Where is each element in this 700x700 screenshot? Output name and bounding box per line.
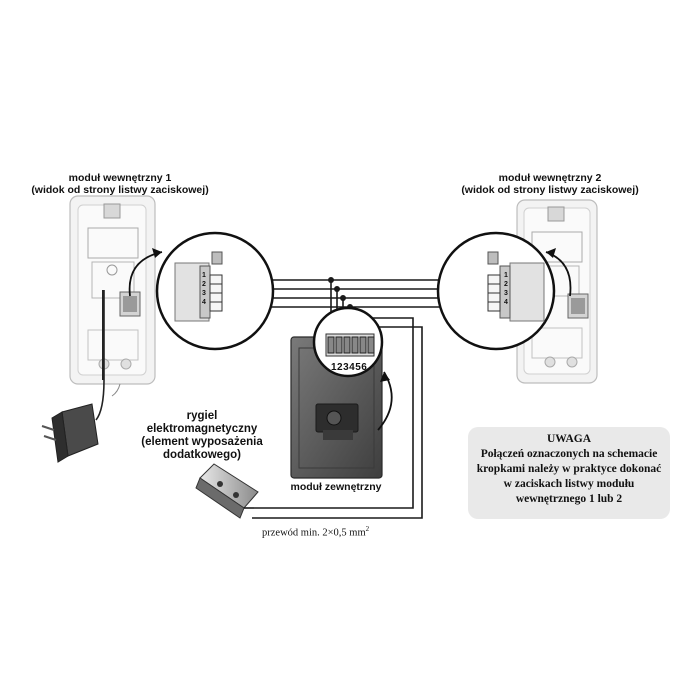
inner1-terminal-3: 3 [202,290,206,297]
label-wire-text: przewód min. 2×0,5 mm [262,527,366,539]
magnifier-outer [312,306,384,378]
inner-module-1-device [69,195,156,397]
magnifier-inner-2 [436,231,556,351]
inner-module-2-device [516,199,598,384]
inner2-terminal-1: 1 [504,272,508,279]
power-adapter [41,290,105,463]
arrow-heads [152,248,556,382]
electromagnetic-bolt [195,463,259,519]
label-bolt-line3: (element wyposażenia [141,436,263,448]
label-outer-module: moduł zewnętrzny [286,481,386,493]
label-inner-module-1: moduł wewnętrzny 1 (widok od strony list… [20,172,220,196]
label-inner-module-1-line1: moduł wewnętrzny 1 [68,172,172,184]
label-bolt-line4: dodatkowego) [163,449,241,461]
note-line-1: Połączeń oznaczonych na schemacie [480,448,658,460]
magnifier-inner-1 [155,231,275,351]
inner2-terminal-3: 3 [504,290,508,297]
inner1-terminal-2: 2 [202,281,206,288]
note-line-4: wewnętrznego 1 lub 2 [515,493,623,505]
note-line-2: kropkami należy w praktyce dokonać [476,463,662,475]
inner1-terminal-1: 1 [202,272,206,279]
label-wire-exp: 2 [365,525,370,533]
outer-terminal-numbers: 123456 [331,362,368,373]
label-bolt: rygiel elektromagnetyczny (element wypos… [132,410,272,462]
label-inner-module-2-line1: moduł wewnętrzny 2 [498,172,602,184]
inner2-terminal-4: 4 [504,299,508,306]
label-bolt-line2: elektromagnetyczny [146,423,258,435]
label-bolt-line1: rygiel [186,410,218,422]
label-inner-module-1-line2: (widok od strony listwy zaciskowej) [31,184,209,196]
label-inner-module-2: moduł wewnętrzny 2 (widok od strony list… [450,172,650,196]
note-line-3: w zaciskach listwy modułu [503,478,635,490]
inner2-terminal-2: 2 [504,281,508,288]
inner1-terminal-4: 4 [202,299,206,306]
label-wire: przewód min. 2×0,5 mm2 [262,525,369,539]
bolt-wires [252,317,423,519]
label-outer-module-text: moduł zewnętrzny [290,481,382,493]
note-box: UWAGA Połączeń oznaczonych na schemacie … [468,427,670,519]
note-title: UWAGA [546,433,592,445]
label-inner-module-2-line2: (widok od strony listwy zaciskowej) [461,184,639,196]
